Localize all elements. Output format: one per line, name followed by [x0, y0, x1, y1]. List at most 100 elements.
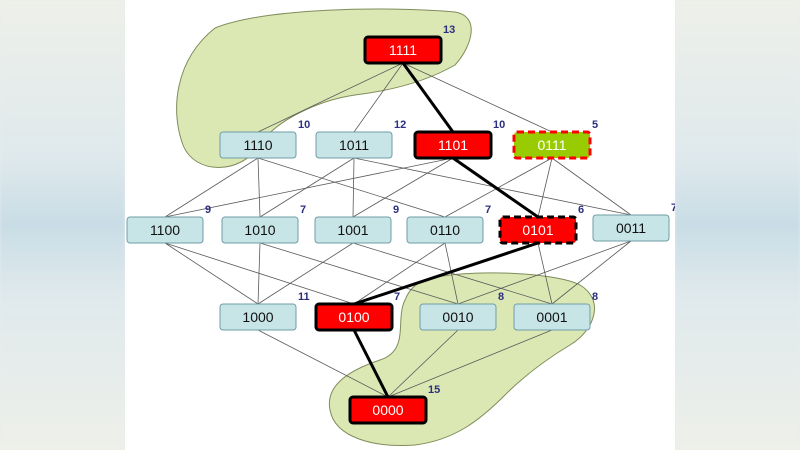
edge-0111-0101 — [537, 157, 553, 218]
node-count-0100: 7 — [394, 291, 400, 303]
edge-0110-0010 — [444, 242, 459, 305]
node-count-1110: 10 — [298, 119, 310, 131]
node-1110: 1110 10 — [219, 119, 310, 159]
path-edge-0100-0000 — [352, 329, 390, 398]
node-0110: 0110 7 — [406, 204, 491, 244]
node-box-1100 — [126, 216, 204, 244]
node-box-1000 — [219, 303, 297, 331]
node-box-1011 — [315, 131, 393, 159]
edge-0011-0010 — [457, 240, 632, 305]
node-label-1001: 1001 — [337, 222, 368, 238]
node-count-1100: 9 — [205, 204, 211, 216]
edge-1100-0100 — [164, 242, 355, 305]
left-blurred-border — [0, 0, 125, 450]
node-label-0100: 0100 — [338, 309, 369, 325]
edge-1010-1000 — [257, 242, 261, 305]
edge-1111-1011 — [353, 62, 404, 133]
edge-0001-0000 — [387, 329, 553, 398]
edge-1011-1001 — [352, 157, 355, 218]
node-count-0111: 5 — [592, 119, 598, 131]
node-count-1001: 9 — [393, 204, 399, 216]
node-label-1110: 1110 — [243, 137, 272, 153]
node-1001: 1001 9 — [314, 204, 399, 244]
node-0101: 0101 6 — [498, 204, 584, 245]
path-edge-1101-0101 — [452, 156, 539, 219]
path-edge-0101-0100 — [353, 241, 539, 306]
right-blurred-border — [675, 0, 800, 450]
node-0011: 0011 7 — [592, 202, 675, 242]
node-0100: 0100 7 — [314, 291, 400, 332]
node-count-0011: 7 — [671, 202, 675, 214]
node-box-0111 — [512, 130, 592, 160]
node-label-1100: 1100 — [150, 222, 180, 238]
node-box-0001 — [513, 303, 591, 331]
edge-1111-1110 — [257, 62, 404, 133]
edge-1101-1001 — [352, 157, 454, 218]
edge-1011-1010 — [259, 157, 355, 218]
node-box-1110 — [219, 131, 297, 159]
node-1100: 1100 9 — [126, 204, 211, 244]
node-box-1111 — [363, 35, 443, 65]
edge-1100-1000 — [164, 242, 259, 305]
edge-1110-1010 — [257, 157, 261, 218]
node-0010: 0010 8 — [419, 291, 504, 331]
node-count-1000: 11 — [298, 291, 310, 303]
node-label-0101: 0101 — [522, 222, 553, 238]
node-count-1011: 12 — [394, 119, 406, 131]
node-1010: 1010 7 — [221, 204, 306, 244]
edge-1010-0010 — [259, 242, 459, 305]
node-count-0010: 8 — [498, 291, 504, 303]
node-count-0000: 15 — [428, 384, 440, 396]
node-box-1001 — [314, 216, 392, 244]
edge-1001-0001 — [352, 242, 553, 305]
node-1101: 1101 10 — [413, 119, 505, 160]
node-box-0101 — [498, 215, 578, 245]
node-1111: 1111 13 — [363, 24, 455, 65]
node-label-1111: 1111 — [389, 42, 417, 58]
node-label-0001: 0001 — [536, 309, 567, 325]
edge-0111-0011 — [551, 157, 632, 216]
node-label-0111: 0111 — [537, 137, 566, 153]
node-box-1010 — [221, 216, 299, 244]
node-count-1111: 13 — [443, 24, 455, 36]
edge-1001-1000 — [257, 242, 354, 305]
node-count-1101: 10 — [493, 119, 505, 131]
node-box-0000 — [348, 395, 428, 425]
node-box-0010 — [419, 303, 497, 331]
edge-1000-0000 — [257, 329, 389, 398]
node-label-1101: 1101 — [438, 137, 468, 153]
node-box-1101 — [413, 130, 493, 160]
edge-1110-1100 — [164, 157, 259, 218]
node-count-0110: 7 — [485, 204, 491, 216]
edge-1111-0111 — [402, 62, 553, 133]
node-box-0100 — [314, 302, 394, 332]
node-count-0101: 6 — [578, 204, 584, 216]
node-label-1010: 1010 — [244, 222, 275, 238]
node-label-0011: 0011 — [616, 220, 646, 236]
edge-0111-0110 — [444, 157, 553, 218]
node-label-0010: 0010 — [442, 309, 473, 325]
highlighted-path-layer — [352, 62, 539, 398]
edges-layer — [164, 62, 632, 398]
node-0001: 0001 8 — [513, 291, 598, 331]
node-label-0110: 0110 — [430, 222, 460, 238]
nodes-layer: 1111131110101011121101100111511009101071… — [126, 24, 675, 425]
edge-0101-0001 — [537, 242, 553, 305]
node-1000: 1000 11 — [219, 291, 310, 331]
node-label-1000: 1000 — [242, 309, 273, 325]
node-0111: 0111 5 — [512, 119, 598, 160]
edge-0010-0000 — [387, 329, 459, 398]
node-count-1010: 7 — [300, 204, 306, 216]
node-box-0110 — [406, 216, 484, 244]
node-count-0001: 8 — [592, 291, 598, 303]
edge-1101-1100 — [164, 157, 454, 218]
node-box-0011 — [592, 214, 670, 242]
node-0000: 0000 15 — [348, 384, 440, 425]
path-edge-1111-1101 — [401, 62, 455, 133]
node-label-0000: 0000 — [372, 402, 403, 418]
edge-0011-0001 — [551, 240, 632, 305]
edge-1110-0110 — [257, 157, 446, 218]
node-label-1011: 1011 — [339, 137, 369, 153]
node-1011: 1011 12 — [315, 119, 406, 159]
